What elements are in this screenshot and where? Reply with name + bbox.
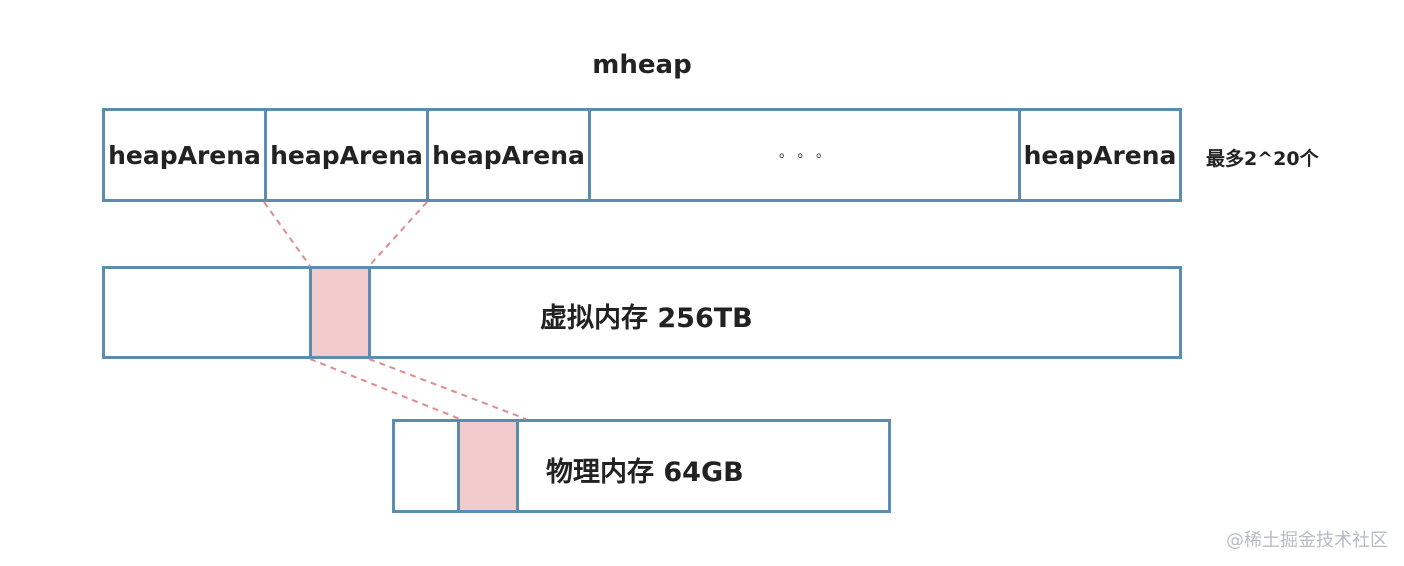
heap-arena-cell-1: heapArena xyxy=(108,140,261,170)
heap-arena-ellipsis: 。 。 。 xyxy=(779,145,830,161)
max-arena-count-note: 最多2^20个 xyxy=(1206,148,1319,170)
connector-line xyxy=(309,358,461,420)
heap-arena-row xyxy=(102,108,1182,202)
heap-arena-cell-3: heapArena xyxy=(432,140,585,170)
heap-arena-cell-last: heapArena xyxy=(1023,140,1177,170)
diagram-title: mheap xyxy=(592,50,692,80)
virtual-memory-highlight xyxy=(309,269,371,356)
physical-memory-highlight xyxy=(457,422,519,510)
arena-divider xyxy=(426,108,429,202)
arena-divider xyxy=(1018,108,1021,202)
connector-line xyxy=(368,358,527,420)
connector-line xyxy=(263,201,311,267)
connector-line xyxy=(368,201,428,267)
physical-memory-label: 物理内存 64GB xyxy=(546,457,744,488)
arena-divider xyxy=(588,108,591,202)
watermark: @稀土掘金技术社区 xyxy=(1226,530,1388,551)
heap-arena-cell-2: heapArena xyxy=(270,140,423,170)
virtual-memory-label: 虚拟内存 256TB xyxy=(540,303,753,334)
arena-divider xyxy=(264,108,267,202)
virtual-memory-box xyxy=(102,266,1182,359)
